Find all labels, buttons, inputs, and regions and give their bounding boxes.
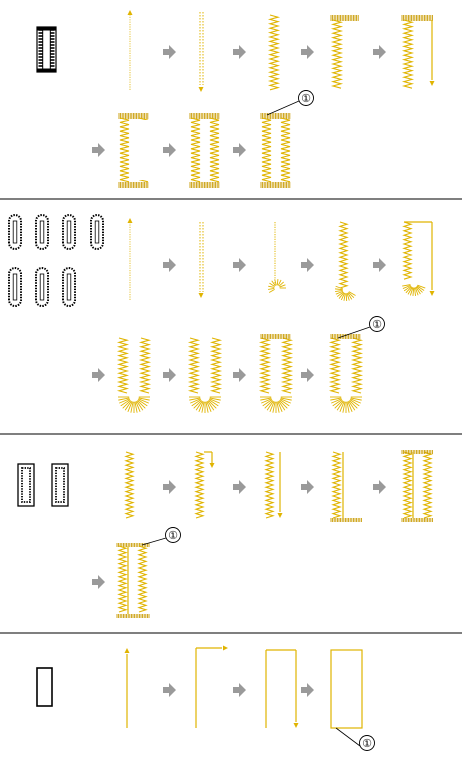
step-arrow-icon: [233, 258, 246, 272]
keyhole-buttonhole-icon: [8, 267, 22, 307]
step-up-stitch: [127, 10, 133, 90]
step-down-stitch: [198, 222, 204, 298]
step-left-bead: [124, 451, 135, 519]
rectangle-icon: [36, 667, 53, 707]
step-arrow-icon: [373, 258, 386, 272]
step-line-rect-callout: [330, 649, 363, 729]
step-u-buttonhole-callout: [328, 334, 364, 413]
step-arrow-icon: [163, 480, 176, 494]
callout-label: ①: [168, 530, 178, 542]
step-arrow-icon: [301, 45, 314, 59]
step-arrow-icon: [163, 258, 176, 272]
section-rectangle-outline: [36, 645, 363, 729]
callout-number-1: ①: [335, 727, 375, 751]
step-line-up: [124, 648, 130, 728]
step-u-buttonhole: [187, 337, 223, 413]
callout-label: ①: [362, 738, 372, 750]
round-buttonhole-icon: [35, 214, 49, 250]
step-top-bartack: [330, 15, 359, 89]
step-arrow-icon: [92, 575, 105, 589]
section-straight-buttonhole: [118, 10, 435, 188]
section-bound-buttonhole: [116, 450, 433, 618]
step-arrow-icon: [163, 368, 176, 382]
step-arrow-icon: [163, 143, 176, 157]
step-down-fan: [268, 222, 286, 293]
step-right-bead-down: [401, 15, 435, 89]
step-full-buttonhole: [118, 113, 149, 188]
bound-buttonhole-icon: [17, 463, 35, 507]
step-arrow-icon: [233, 143, 246, 157]
step-arrow-icon: [301, 480, 314, 494]
bartack-buttonhole-icon: [36, 26, 57, 73]
step-double-bar: [401, 450, 433, 522]
callout-label: ①: [301, 93, 311, 105]
keyhole-buttonhole-icon: [62, 267, 76, 307]
step-u-buttonhole-bar: [258, 334, 294, 413]
step-arrow-icon: [233, 45, 246, 59]
step-right-bead-down: [264, 451, 283, 519]
bound-buttonhole-icon: [51, 463, 69, 507]
step-arrow-icon: [233, 368, 246, 382]
step-right-bead-fan: [402, 221, 435, 296]
step-left-bar: [330, 451, 362, 522]
step-arrow-icon: [92, 143, 105, 157]
step-arrow-icon: [233, 683, 246, 697]
step-arrow-icon: [163, 683, 176, 697]
step-line-three-sides: [265, 649, 299, 728]
step-full-buttonhole-callout: [260, 113, 291, 188]
step-arrow-icon: [373, 45, 386, 59]
round-buttonhole-icon: [8, 214, 22, 250]
callout-number-1: ①: [141, 527, 181, 546]
step-left-bead-down: [194, 451, 215, 519]
step-down-stitch: [198, 12, 204, 92]
section-rounded-buttonholes: [116, 218, 435, 413]
callout-label: ①: [372, 319, 382, 331]
step-arrow-icon: [92, 368, 105, 382]
step-arrow-icon: [163, 45, 176, 59]
step-arrow-icon: [233, 480, 246, 494]
step-bound-callout: [116, 543, 150, 618]
step-up-stitch: [127, 218, 133, 300]
step-full-buttonhole: [189, 113, 220, 188]
keyhole-buttonhole-icon: [35, 267, 49, 307]
step-left-bead: [267, 14, 281, 91]
step-arrow-icon: [301, 258, 314, 272]
callout-number-1: ①: [337, 316, 385, 339]
round-buttonhole-icon: [90, 214, 104, 250]
callout-number-1: ①: [266, 90, 314, 116]
step-left-bead-fan: [335, 221, 356, 302]
step-u-buttonhole: [116, 337, 152, 413]
round-buttonhole-icon: [62, 214, 76, 250]
step-arrow-icon: [301, 368, 314, 382]
step-arrow-icon: [373, 480, 386, 494]
step-arrow-icon: [301, 683, 314, 697]
step-line-corner: [195, 645, 228, 728]
